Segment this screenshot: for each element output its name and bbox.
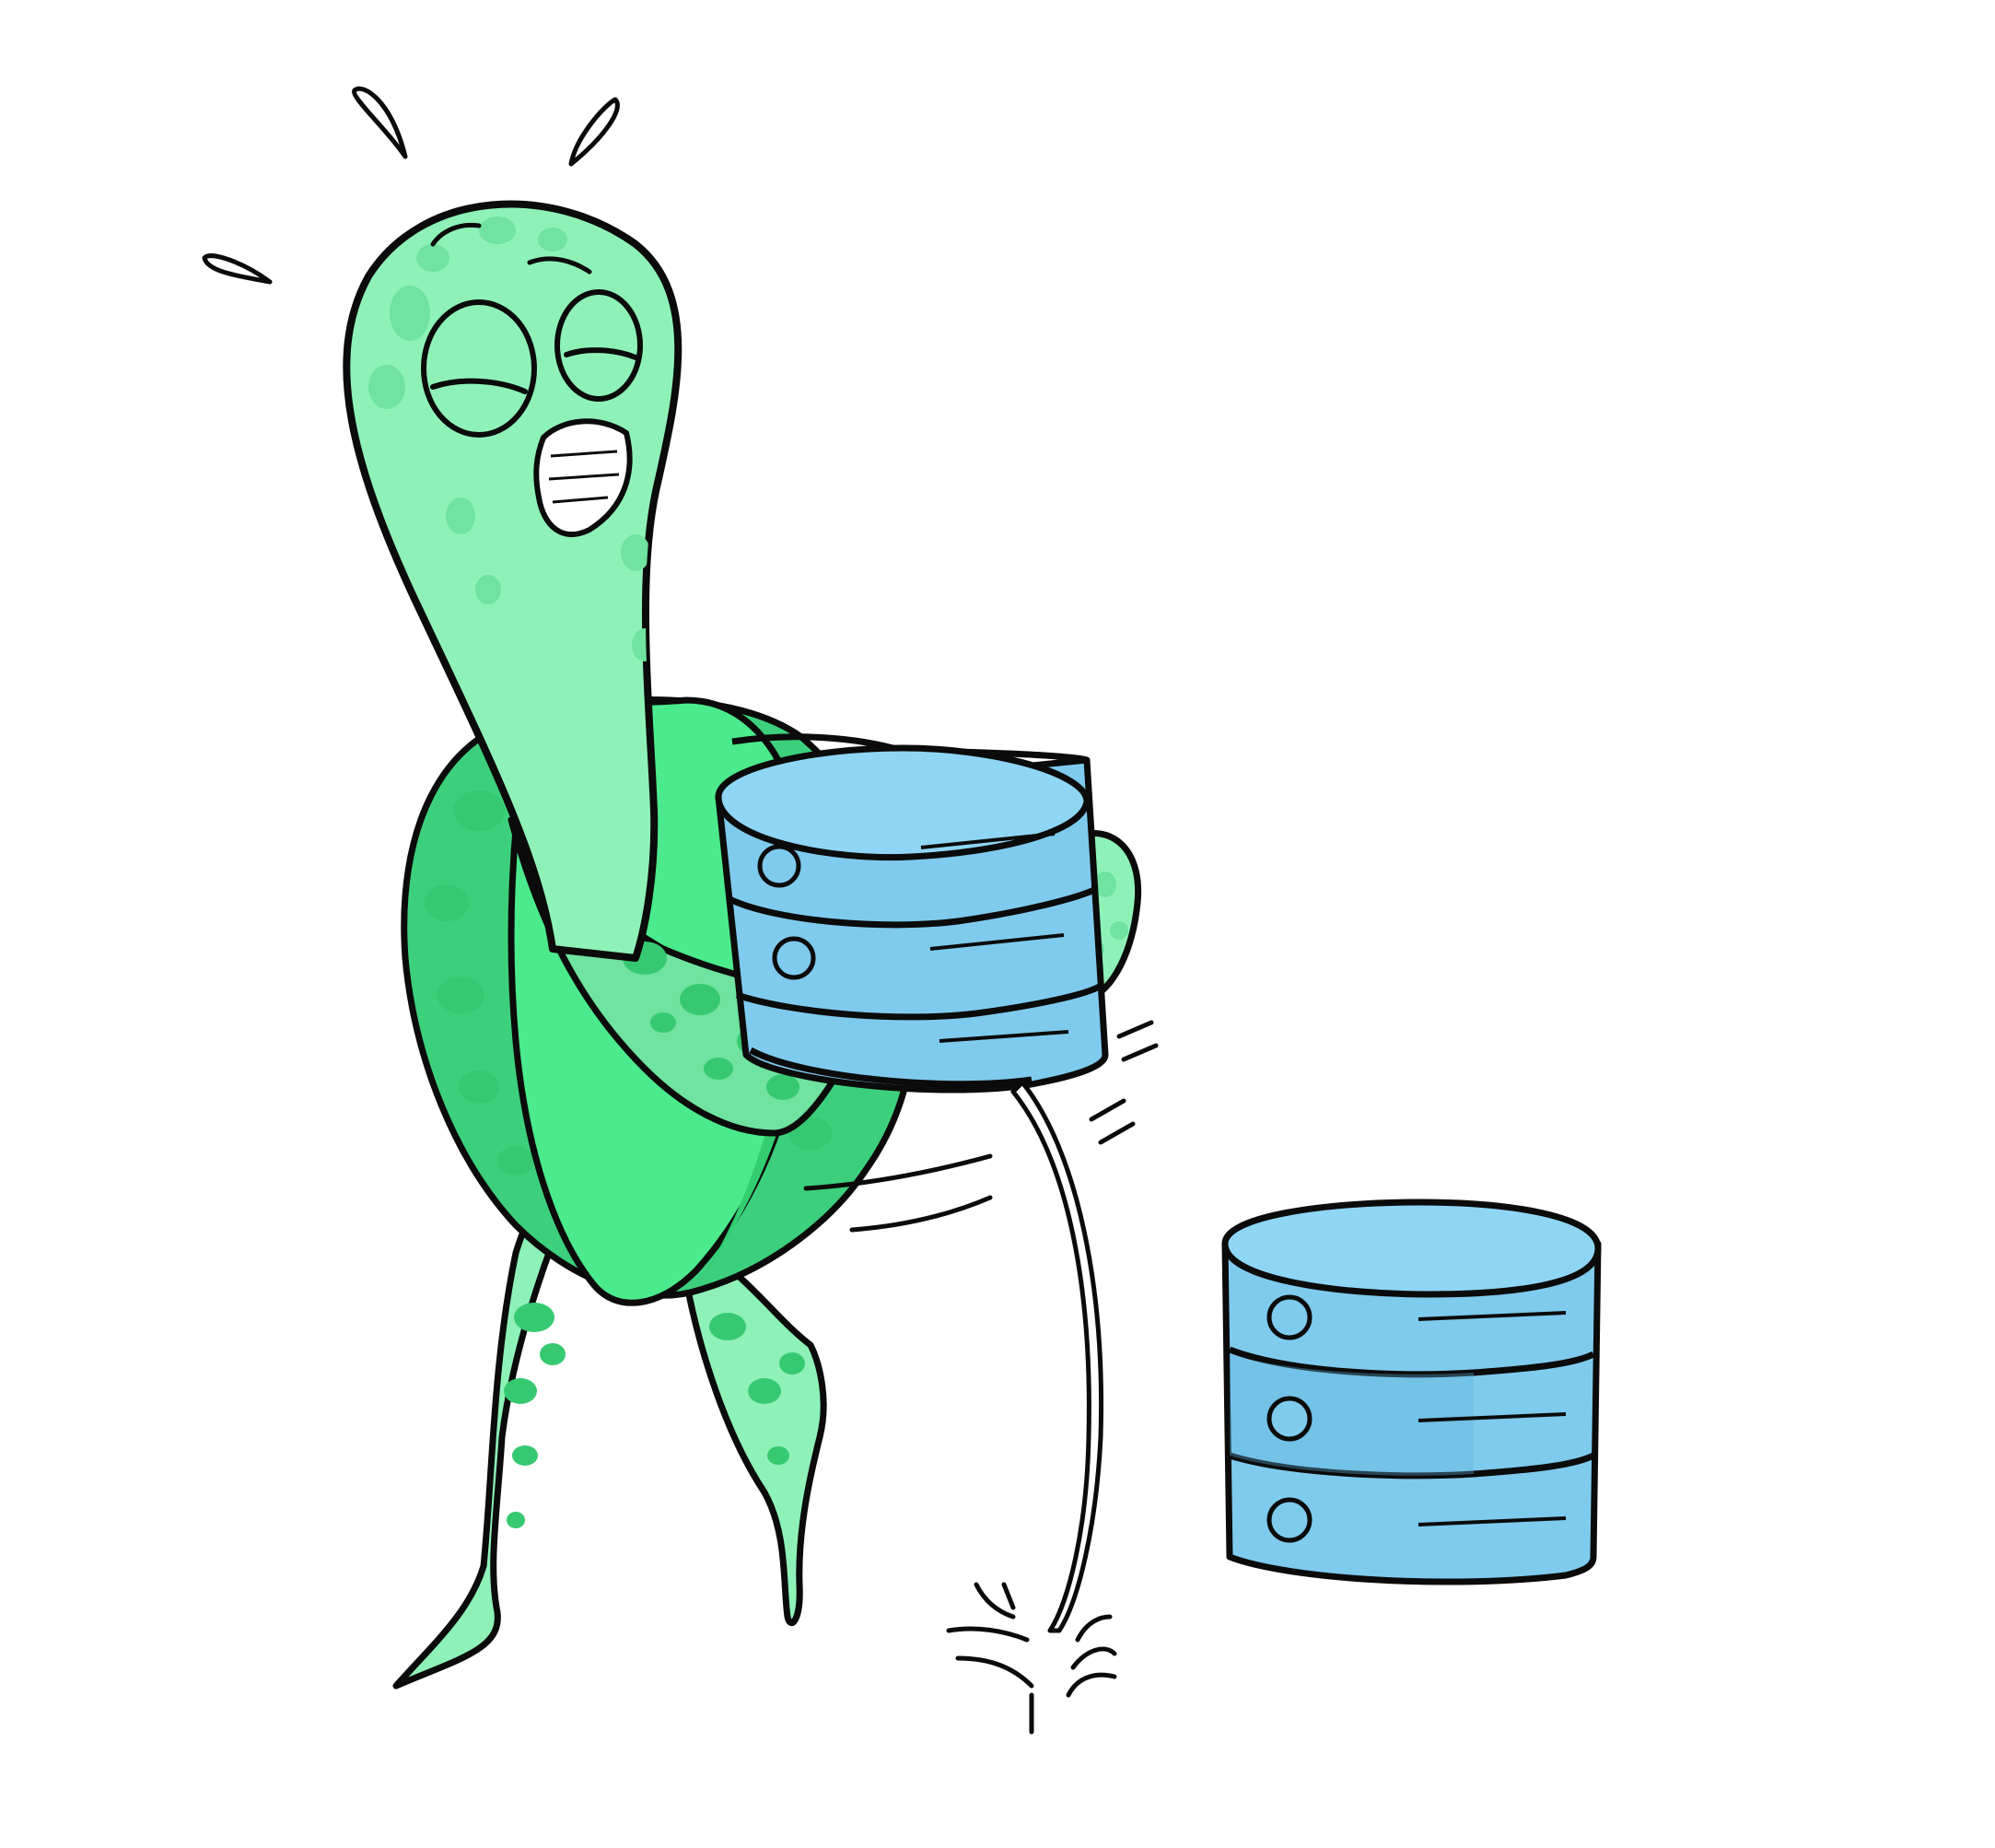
turtle-right-leg [682, 1249, 827, 1626]
sweat-drop-icon [352, 86, 408, 159]
sweat-drop-icon [568, 97, 620, 167]
sweat-drop-icon [202, 253, 273, 285]
turtle-left-leg [392, 1192, 575, 1690]
held-database-icon [715, 744, 1109, 1094]
turtle-head [343, 200, 682, 962]
motion-lines [803, 1020, 1159, 1233]
turtle-eyes [421, 289, 643, 438]
turtle-mouth [533, 418, 633, 537]
spark-icon [946, 1582, 1117, 1735]
database-icon [1221, 1199, 1602, 1585]
turtle-character [343, 200, 1159, 1690]
cable [1010, 1080, 1103, 1633]
